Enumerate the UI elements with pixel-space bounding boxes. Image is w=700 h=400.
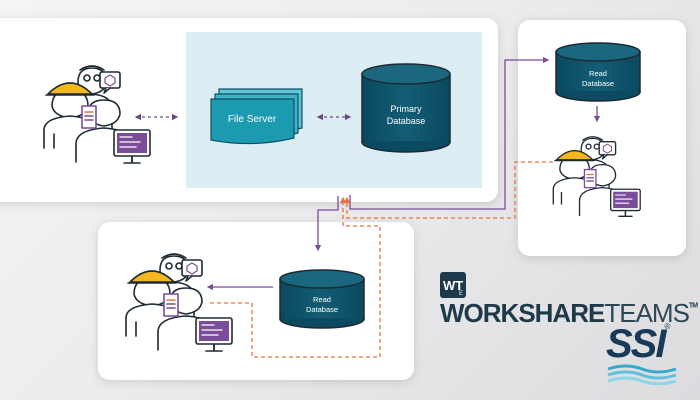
primary-database-icon: Primary Database: [361, 63, 451, 153]
workshare-teams-logo: WT E WORKSHARETEAMSTM: [440, 272, 700, 329]
read-db-bottom-label-1: Read: [313, 295, 331, 304]
orange-update-lines: [210, 161, 553, 358]
wt-badge-sub: E: [459, 291, 463, 297]
user-group-bottom-icon: [125, 253, 233, 352]
workshare-text: WORKSHARE: [440, 298, 605, 328]
primary-db-label-1: Primary: [391, 104, 422, 114]
ssi-wave-icon: [607, 364, 677, 385]
ssi-logo: SSI®: [606, 322, 678, 385]
read-db-right-label-2: Database: [582, 79, 614, 88]
user-group-right-icon: [552, 136, 641, 217]
purple-replication-lines: [206, 56, 601, 291]
trademark-mark: TM: [688, 302, 698, 310]
teams-text: TEAMS: [604, 298, 690, 328]
read-database-bottom-icon: Read Database: [279, 269, 365, 329]
wt-badge-icon: WT E: [440, 272, 466, 298]
read-db-bottom-label-2: Database: [306, 305, 338, 314]
read-database-right-icon: Read Database: [555, 42, 641, 102]
read-db-right-label-1: Read: [589, 69, 607, 78]
ssi-text: SSI: [606, 322, 667, 366]
file-server-label: File Server: [228, 114, 277, 125]
registered-mark: ®: [664, 322, 671, 331]
primary-db-label-2: Database: [387, 116, 426, 126]
wt-badge-text: WT: [443, 278, 463, 293]
file-server-icon: File Server: [210, 88, 303, 145]
user-group-main-icon: [43, 65, 151, 164]
